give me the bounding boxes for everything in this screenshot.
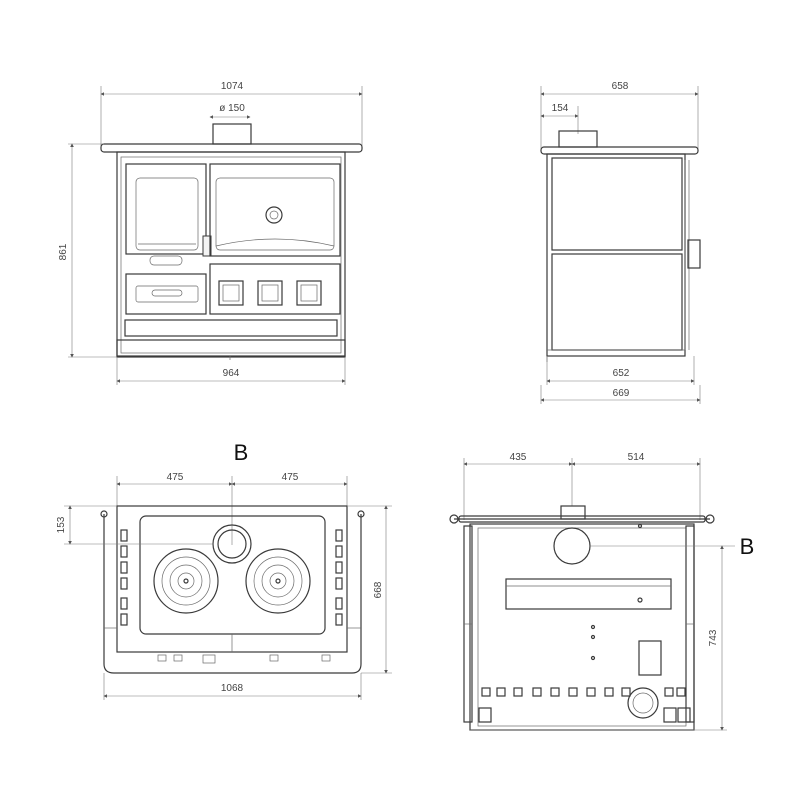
back-left-offset-label: 435 xyxy=(510,452,527,463)
back-flue-height-label: 743 xyxy=(708,629,719,646)
top-width-label: 1068 xyxy=(221,683,244,694)
air-intake-back xyxy=(627,687,659,719)
side-view: 658 154 652 669 xyxy=(540,81,701,404)
hotplate-right xyxy=(245,548,311,614)
side-flue-offset-label: 154 xyxy=(552,103,569,114)
thermometer-icon xyxy=(265,206,283,224)
front-width-top-label: 1074 xyxy=(221,81,244,92)
left-vents xyxy=(120,529,128,626)
side-depth-base-label: 652 xyxy=(613,368,630,379)
right-vents xyxy=(335,529,343,626)
back-panel xyxy=(469,523,695,731)
front-view: 1074 ø 150 xyxy=(58,81,363,385)
back-right-offset-label: 514 xyxy=(628,452,645,463)
cooktop-plate-side xyxy=(540,146,699,155)
rear-fittings xyxy=(481,687,686,697)
top-depth-label: 668 xyxy=(373,581,384,598)
hotplate-left xyxy=(153,548,219,614)
lower-panel xyxy=(209,263,341,315)
cooktop-plate xyxy=(100,143,363,153)
towel-rail xyxy=(103,514,362,674)
top-marker-b: B xyxy=(234,440,249,465)
top-left-offset-label: 475 xyxy=(167,472,184,483)
door-handle xyxy=(202,235,212,257)
oven-door xyxy=(209,163,341,257)
stove-body xyxy=(116,151,346,358)
firebox-door xyxy=(125,163,207,255)
flue-stub-back xyxy=(560,505,586,520)
cooktop-surface xyxy=(139,515,326,635)
back-view: 435 514 B xyxy=(449,452,755,731)
flue-outlet-back xyxy=(553,527,591,565)
door-knob-side xyxy=(687,239,701,269)
inspection-plate xyxy=(638,640,662,676)
top-flue-from-back-label: 153 xyxy=(56,516,67,533)
flue-pipe xyxy=(212,123,252,145)
ash-drawer xyxy=(125,273,207,315)
front-width-bottom-label: 964 xyxy=(223,368,240,379)
top-right-offset-label: 475 xyxy=(282,472,299,483)
side-depth-total-label: 669 xyxy=(613,388,630,399)
top-view: B 475 475 xyxy=(56,440,392,700)
back-marker-b: B xyxy=(740,534,755,559)
side-depth-top-label: 658 xyxy=(612,81,629,92)
front-height-label: 861 xyxy=(58,243,69,260)
rear-vent-slot xyxy=(505,578,672,610)
front-flue-diameter-label: ø 150 xyxy=(219,103,245,114)
side-panel xyxy=(546,153,686,357)
